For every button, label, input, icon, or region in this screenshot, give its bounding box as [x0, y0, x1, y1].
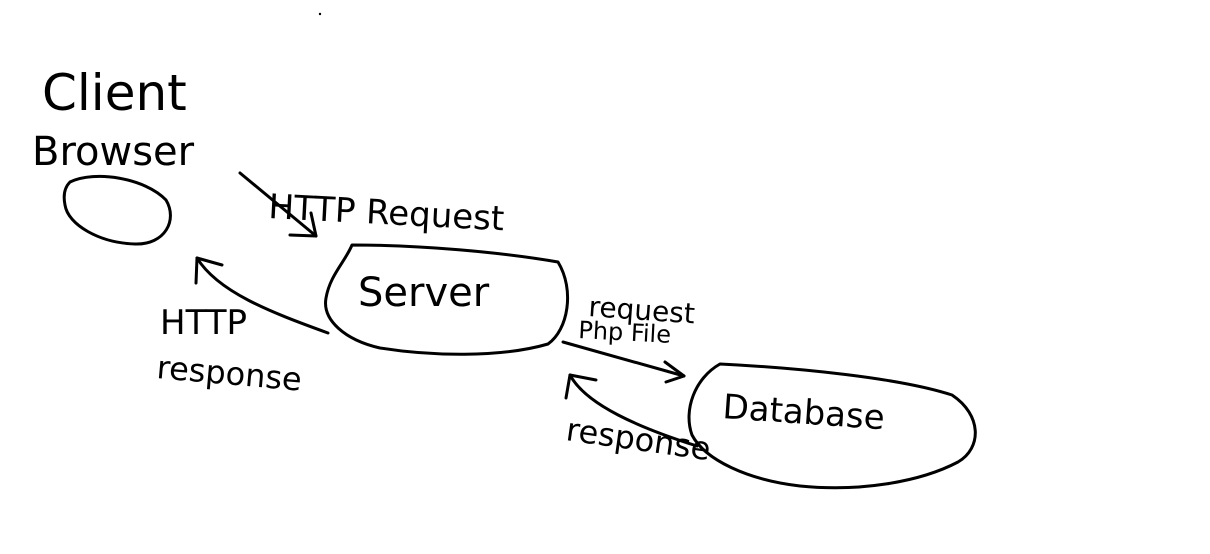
http-response-arrow — [195, 256, 330, 335]
http-request-arrow — [238, 171, 318, 238]
request-arrow — [561, 340, 686, 378]
request-label: request — [588, 290, 696, 330]
http-request-label: HTTP Request — [268, 187, 506, 239]
request-arrowhead — [663, 360, 686, 384]
response-arrowhead — [564, 373, 598, 400]
http-response-arrowhead — [194, 256, 224, 285]
http-request-arrowhead — [288, 211, 318, 238]
database-label: Database — [721, 387, 886, 438]
response-arrow — [568, 373, 699, 448]
http-response-label-line2: response — [155, 348, 303, 399]
browser-label: Browser — [32, 129, 195, 175]
response-label: response — [564, 410, 713, 468]
php-file-label: Php File — [578, 316, 672, 349]
server-label: Server — [358, 270, 490, 316]
http-response-label-line1: HTTP — [160, 303, 247, 343]
server-node — [324, 243, 570, 356]
stray-dot — [318, 12, 322, 16]
browser-node — [62, 175, 172, 246]
client-label: Client — [42, 64, 187, 122]
database-node — [687, 362, 977, 490]
